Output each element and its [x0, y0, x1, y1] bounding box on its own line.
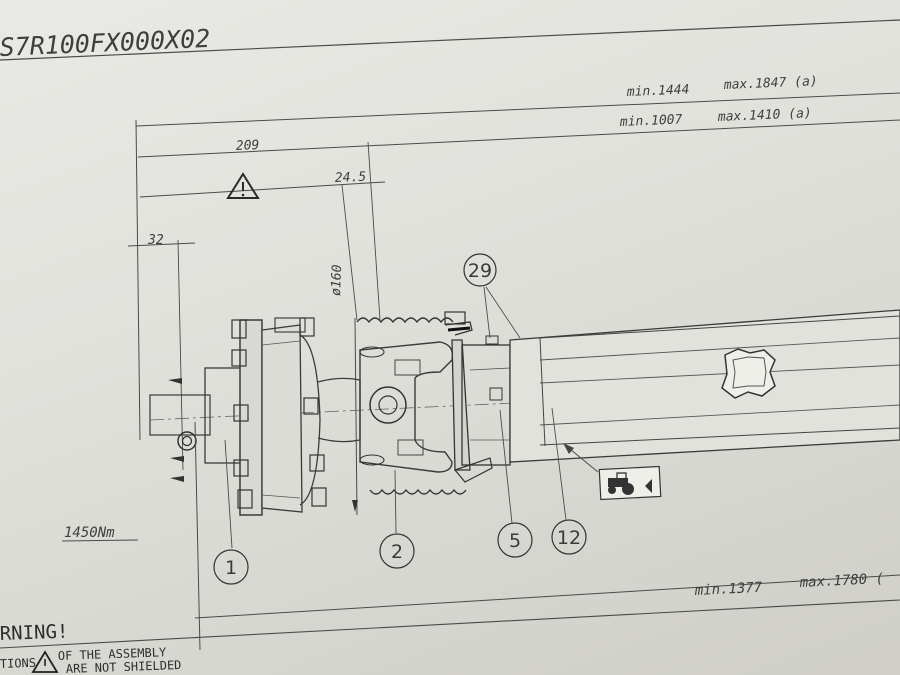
universal-joint: [359, 341, 454, 473]
dim-line-overall-2: [137, 119, 900, 158]
guard-bellows-top: [356, 317, 454, 324]
ext-line-24-5-a: [367, 141, 381, 321]
ext-line-left: [135, 119, 141, 441]
dim-32: 32: [147, 233, 164, 248]
dim-line-overall-3: [194, 574, 900, 619]
sheet-border-bottom: [0, 599, 900, 649]
overall-1-max: max.1847 (a): [723, 74, 818, 93]
guard-bellows-bottom: [369, 488, 467, 495]
overall-2-max: max.1410 (a): [717, 106, 812, 125]
warning-triangle-icon: [226, 172, 260, 199]
overall-3-min: min.1377: [693, 580, 763, 599]
balloon-5: 5: [497, 522, 533, 558]
warning-text-1b: OF THE ASSEMBLY: [58, 645, 168, 663]
warning-text-2: ARE NOT SHIELDED: [66, 658, 182, 675]
tube-profile-section: [721, 348, 776, 399]
torque-limiter-housing: [204, 317, 327, 516]
svg-text:12: 12: [557, 527, 581, 549]
warning-text-1a: TIONS: [0, 656, 36, 671]
part-code: S7R100FX000X02: [0, 24, 211, 62]
guard-bearing: [444, 311, 511, 483]
warning-small-triangle-icon: [31, 650, 59, 673]
dim-diameter: ø160: [329, 264, 345, 296]
yoke-neck: [317, 377, 361, 443]
svg-text:5: 5: [509, 530, 521, 552]
dim-24-5: 24.5: [335, 170, 367, 186]
input-shaft-stub: [149, 394, 211, 436]
telescopic-tube: [509, 309, 900, 463]
locking-pin: [177, 431, 197, 451]
dim-line-32: [127, 242, 196, 247]
svg-text:1: 1: [225, 557, 237, 579]
ext-line-bottom: [194, 421, 201, 651]
dim-209: 209: [236, 138, 260, 154]
sheet-border-top: [0, 19, 900, 61]
dim-line-24-5: [139, 181, 386, 198]
overall-1-min: min.1444: [626, 82, 690, 100]
ext-line-32: [177, 239, 184, 471]
dim-line-diameter: [354, 317, 358, 516]
ext-line-24-5-b: [341, 184, 358, 321]
warning-title: RNING!: [0, 621, 69, 645]
balloon-29: 29: [463, 253, 497, 287]
tractor-direction-icon: [598, 465, 662, 501]
balloon-2: 2: [379, 533, 415, 569]
overall-2-min: min.1007: [619, 112, 683, 130]
dim-line-overall-1: [135, 92, 900, 127]
overall-3-max: max.1780 (: [798, 571, 884, 591]
torque-rating: 1450Nm: [64, 525, 115, 541]
balloon-12: 12: [551, 519, 587, 555]
svg-text:2: 2: [391, 541, 403, 563]
svg-text:29: 29: [468, 260, 492, 282]
balloon-1: 1: [213, 549, 249, 585]
